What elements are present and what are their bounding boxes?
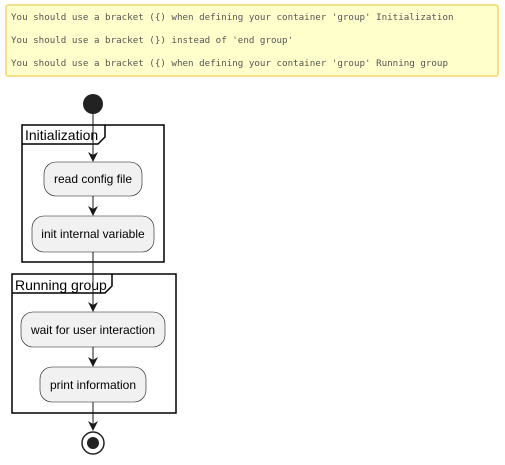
action-read-config: read config file [43,161,143,197]
group-frame [11,273,177,414]
start-node [83,94,103,114]
end-node [81,431,105,455]
group-tab [12,274,113,294]
action-print-info: print information [39,366,147,403]
group-title: Initialization [25,127,98,143]
warning-line: You should use a bracket ({) when defini… [11,58,448,69]
group-running: Running group [11,273,177,414]
group-title: Running group [15,277,107,293]
action-label: init internal variable [41,227,145,241]
warning-box: You should use a bracket ({) when defini… [5,4,499,77]
action-wait-user: wait for user interaction [20,311,166,348]
warning-line: You should use a bracket (}) instead of … [11,35,294,46]
warning-line: You should use a bracket ({) when defini… [11,12,454,23]
action-init-variable: init internal variable [31,215,155,253]
action-label: print information [50,378,136,392]
action-label: wait for user interaction [30,323,155,337]
action-label: read config file [54,172,132,186]
group-tab [22,125,106,145]
